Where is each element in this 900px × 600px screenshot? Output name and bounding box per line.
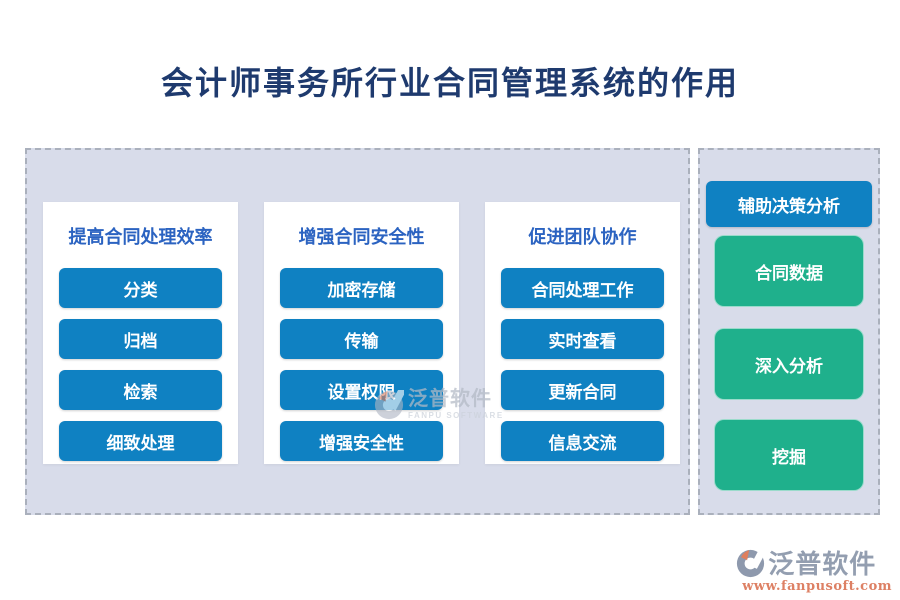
column-security: 增强合同安全性 加密存储 传输 设置权限 增强安全性 bbox=[264, 202, 459, 464]
column-efficiency: 提高合同处理效率 分类 归档 检索 细致处理 bbox=[43, 202, 238, 464]
column-header-security: 增强合同安全性 bbox=[298, 227, 425, 247]
security-item-box: 设置权限 bbox=[280, 370, 443, 410]
teamwork-item-box: 更新合同 bbox=[501, 370, 664, 410]
decision-item-box: 深入分析 bbox=[714, 328, 864, 400]
footer-logo-row: 泛普软件 bbox=[736, 549, 876, 578]
efficiency-item-box: 分类 bbox=[59, 268, 222, 308]
teamwork-item-box: 信息交流 bbox=[501, 421, 664, 461]
fanpu-logo-icon bbox=[736, 549, 766, 578]
efficiency-item-box: 归档 bbox=[59, 319, 222, 359]
teamwork-item-box: 实时查看 bbox=[501, 319, 664, 359]
column-header-teamwork: 促进团队协作 bbox=[528, 227, 637, 247]
side-panel-decision: 辅助决策分析 合同数据 深入分析 挖掘 bbox=[698, 148, 880, 515]
efficiency-item-box: 细致处理 bbox=[59, 421, 222, 461]
column-teamwork: 促进团队协作 合同处理工作 实时查看 更新合同 信息交流 bbox=[485, 202, 680, 464]
column-header-efficiency: 提高合同处理效率 bbox=[68, 227, 213, 247]
footer-logo: 泛普软件 www.fanpusoft.com bbox=[736, 549, 892, 594]
decision-item-box: 合同数据 bbox=[714, 235, 864, 307]
security-item-box: 增强安全性 bbox=[280, 421, 443, 461]
main-panel: 提高合同处理效率 分类 归档 检索 细致处理 增强合同安全性 加密存储 传输 设… bbox=[25, 148, 690, 515]
teamwork-item-box: 合同处理工作 bbox=[501, 268, 664, 308]
security-item-box: 加密存储 bbox=[280, 268, 443, 308]
footer-company-name: 泛普软件 bbox=[768, 548, 877, 579]
efficiency-item-box: 检索 bbox=[59, 370, 222, 410]
side-panel-title-box: 辅助决策分析 bbox=[706, 181, 872, 227]
page-title: 会计师事务所行业合同管理系统的作用 bbox=[160, 64, 739, 102]
footer-website-url: www.fanpusoft.com bbox=[742, 579, 892, 594]
decision-item-box: 挖掘 bbox=[714, 419, 864, 491]
security-item-box: 传输 bbox=[280, 319, 443, 359]
